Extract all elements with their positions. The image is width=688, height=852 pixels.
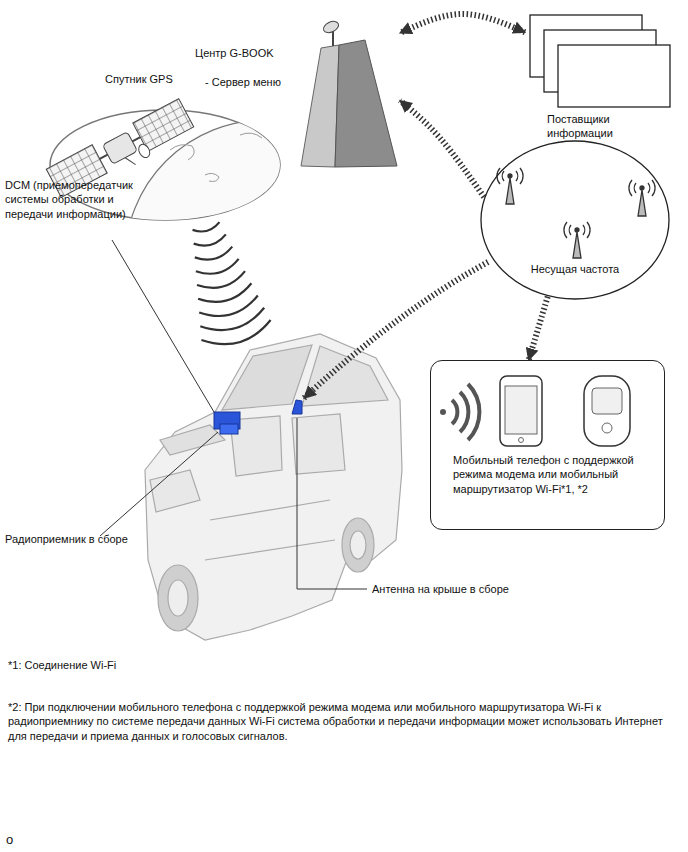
roof-antenna <box>292 400 302 414</box>
signal-link <box>529 297 548 360</box>
papers-shape <box>525 12 675 147</box>
dcm-unit <box>214 412 240 434</box>
gps-signal-waves <box>193 222 271 344</box>
wave-arc <box>193 222 220 231</box>
part-label: DCM (приемопередатчик системы обработки … <box>5 178 145 221</box>
wave-arc <box>199 296 258 316</box>
wave-arc <box>200 308 264 330</box>
wave-arc <box>196 259 239 274</box>
wave-arc <box>195 247 232 260</box>
carrier-area: Несущая частота <box>480 140 670 300</box>
node-subtitle: - Сервер меню <box>205 75 293 89</box>
device-box: Мобильный телефон с поддержкой режима мо… <box>430 360 665 530</box>
node-title: Несущая частота <box>520 262 630 276</box>
part-label: Спутник GPS <box>105 72 225 86</box>
signal-link <box>400 14 525 33</box>
part-label: Антенна на крыше в сборе <box>372 582 542 596</box>
wave-arc <box>201 320 270 344</box>
footnote: *2: При подключении мобильного телефона … <box>8 700 676 743</box>
carrier-signal-link <box>304 262 488 398</box>
server-center: Центр G-BOOK- Сервер меню <box>295 18 400 168</box>
info-providers: Поставщики информации <box>525 12 675 147</box>
vehicle <box>145 334 402 640</box>
node-title: Поставщики информации <box>547 112 659 141</box>
wave-arc <box>198 283 251 302</box>
wifi-router <box>584 376 630 446</box>
part-label: Радиоприемник в сборе <box>5 532 135 546</box>
mobile-phone <box>500 376 542 446</box>
footnote: *1: Соединение Wi-Fi <box>8 658 308 672</box>
wifi-icon <box>440 384 479 440</box>
signal-link <box>400 101 484 198</box>
carrier-tower-icons <box>497 168 655 258</box>
ellipse-shape <box>480 140 670 300</box>
tower-shape <box>295 18 400 168</box>
page-mark: o <box>6 832 26 849</box>
node-title: Центр G-BOOK <box>195 46 293 60</box>
node-title: Мобильный телефон с поддержкой режима мо… <box>453 453 658 496</box>
wave-arc <box>194 234 226 245</box>
wave-arc <box>197 271 245 288</box>
leader-lines <box>100 240 367 589</box>
